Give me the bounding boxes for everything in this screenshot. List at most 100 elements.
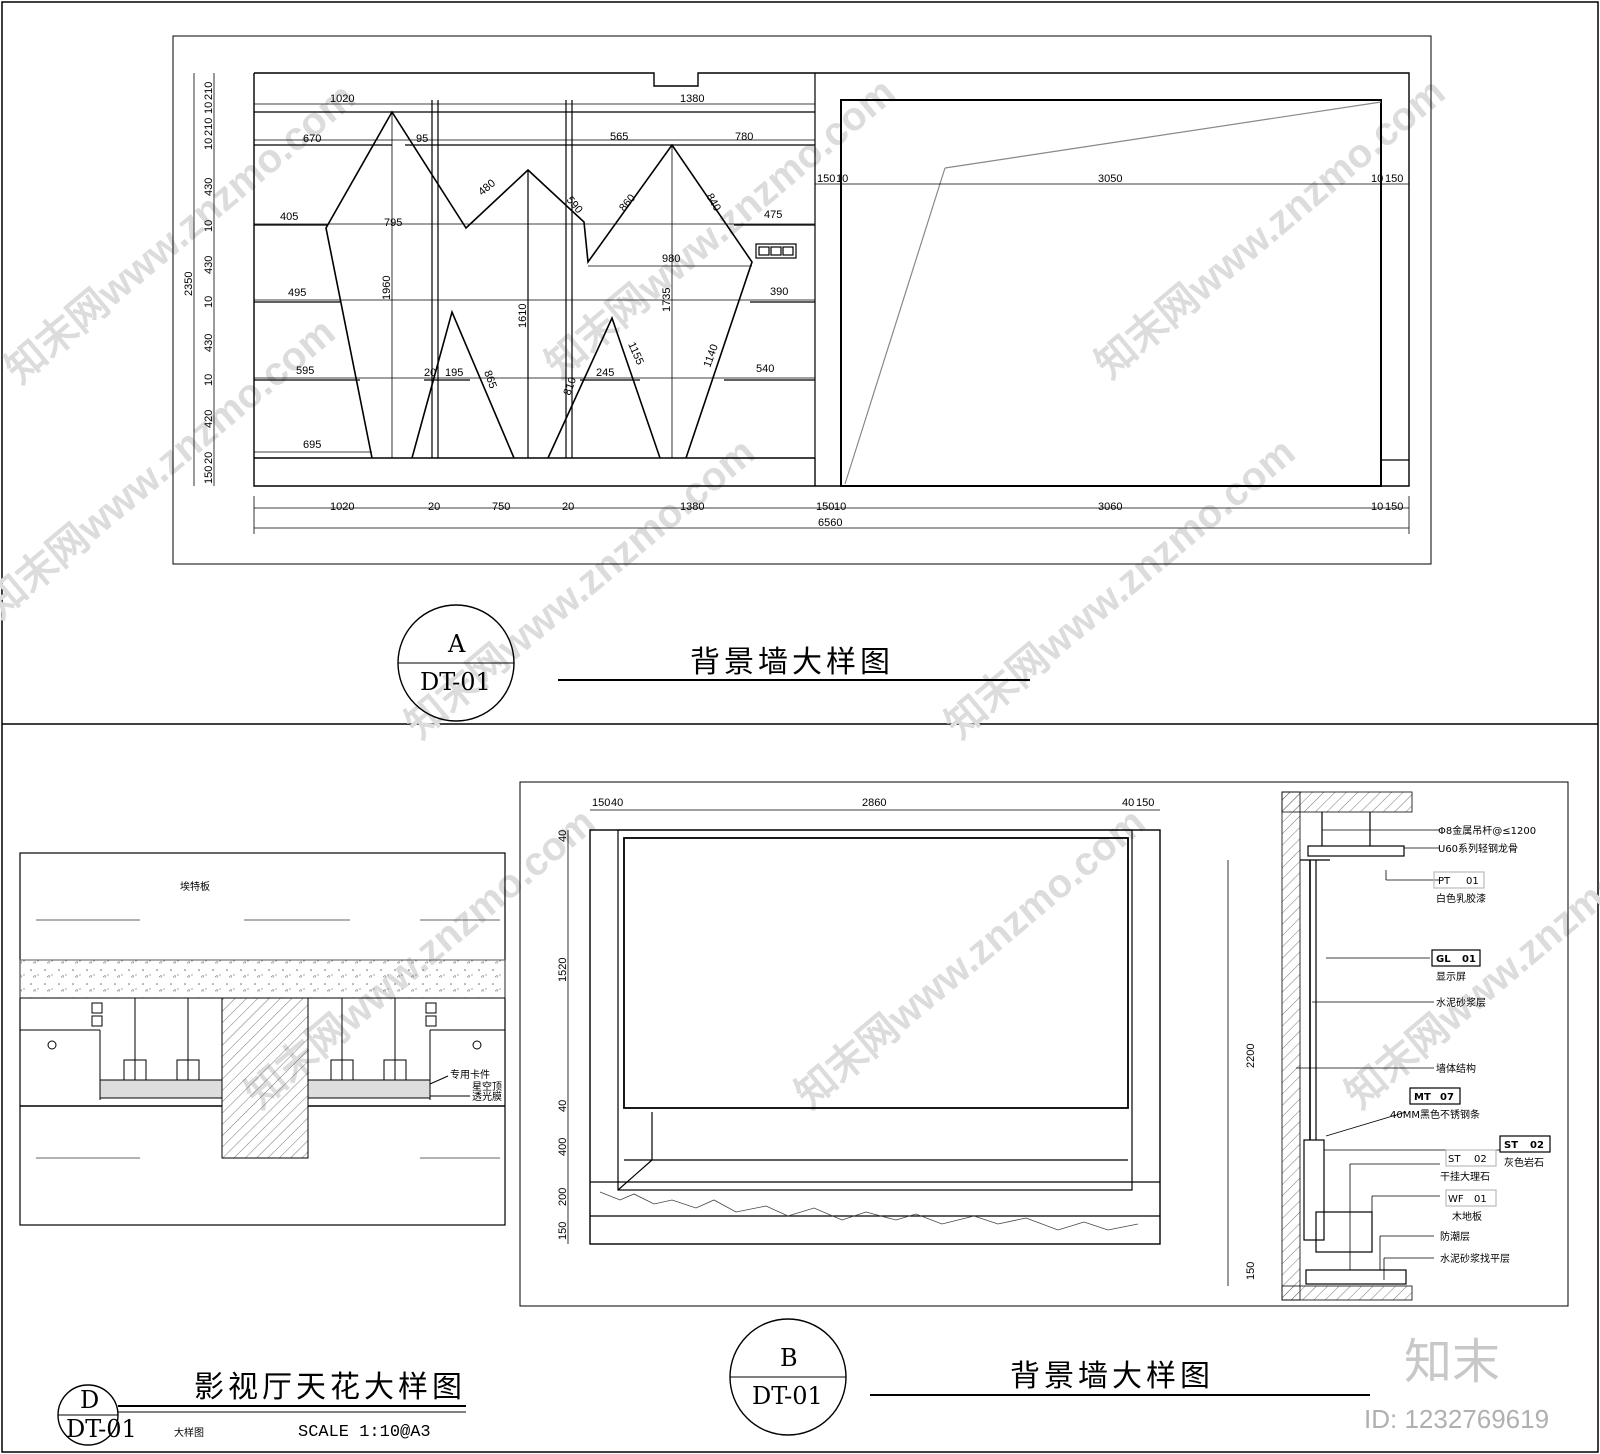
dim-label: 475 (764, 209, 782, 221)
code-tag: WF (1448, 1194, 1464, 1205)
dim-label: 795 (384, 217, 402, 229)
dim-label: 1380 (680, 501, 704, 513)
note-keel: U60系列轻钢龙骨 (1438, 842, 1518, 855)
dim-label: 400 (557, 1138, 569, 1156)
dim-label: 2860 (862, 797, 886, 809)
dim-label: 420 (203, 410, 215, 428)
note-display-screen: 显示屏 (1436, 971, 1466, 983)
dim-label: 195 (445, 367, 463, 379)
code-num: 02 (1530, 1140, 1544, 1151)
dim-label: 10 (203, 220, 215, 232)
code-num: 07 (1440, 1092, 1454, 1103)
dim-label: 20 (203, 452, 215, 464)
dim-label: 495 (288, 287, 306, 299)
code-num: 01 (1474, 1194, 1487, 1205)
dim-label: 200 (557, 1188, 569, 1206)
dim-label: 150 (1385, 173, 1403, 185)
dim-label: 430 (203, 334, 215, 352)
code-num: 01 (1462, 954, 1476, 965)
panel-a-elevation (172, 35, 1432, 565)
dim-label: 10 (203, 374, 215, 386)
dim-label: 20 (428, 501, 440, 513)
label-light-film: 透光膜 (472, 1090, 502, 1103)
brand-id: ID: 1232769619 (1364, 1404, 1549, 1434)
dim-label: 10 (203, 102, 215, 114)
dim-label: 1155 (625, 340, 646, 366)
dim-label: 20 (562, 501, 574, 513)
dim-label: 10 (203, 138, 215, 150)
note-marble: 干挂大理石 (1440, 1170, 1490, 1183)
panel-b-title-block: B DT-01 背景墙大样图 (729, 1318, 1370, 1436)
dim-label: 3050 (1098, 173, 1122, 185)
section-mark-letter: A (447, 630, 466, 658)
dim-label: 150 (1136, 797, 1154, 809)
dim-label: 10 (1371, 173, 1383, 185)
dim-label: 480 (476, 177, 498, 198)
note-hanger-rod: Φ8金属吊杆@≤1200 (1438, 824, 1536, 837)
label-clip: 专用卡件 (450, 1068, 490, 1081)
dim-label: 1520 (557, 958, 569, 982)
dim-label: 150 (557, 1222, 569, 1240)
dim-label: 1960 (381, 276, 393, 300)
panel-d-scale: SCALE 1:10@A3 (298, 1423, 431, 1442)
dim-label: 40 (1122, 797, 1134, 809)
dim-label: 210 (203, 82, 215, 100)
dim-label: 2200 (1245, 1044, 1257, 1068)
note-wood-floor: 木地板 (1452, 1210, 1482, 1223)
panel-b-title: 背景墙大样图 (1010, 1359, 1214, 1394)
note-grey-rock: 灰色岩石 (1504, 1156, 1544, 1169)
code-tag: MT (1414, 1092, 1431, 1103)
brand-logo: 知末 (1404, 1334, 1500, 1390)
dim-label: 10 (836, 173, 848, 185)
panel-d-subtitle: 大样图 (174, 1426, 204, 1439)
dim-label: 670 (303, 133, 321, 145)
dim-label: 540 (756, 363, 774, 375)
dim-label: 10 (203, 296, 215, 308)
dim-label: 245 (596, 367, 614, 379)
dim-label: 390 (770, 286, 788, 298)
dim-label: 40 (611, 797, 623, 809)
dim-label: 95 (416, 133, 428, 145)
code-tag: GL (1436, 954, 1451, 965)
note-levelling-layer: 水泥砂浆找平层 (1440, 1252, 1510, 1265)
panel-b-dimensions: 150 40 2860 40 150 40 1520 40 400 200 15… (557, 797, 1257, 1280)
dim-label: 430 (203, 178, 215, 196)
dim-label: 1610 (517, 304, 529, 328)
panel-d-title-block: D DT-01 影视厅天花大样图 大样图 SCALE 1:10@A3 (57, 1370, 466, 1446)
panel-b-notes: Φ8金属吊杆@≤1200 U60系列轻钢龙骨 PT 01 白色乳胶漆 GL 01… (1390, 824, 1544, 1265)
dim-label: 1020 (330, 501, 354, 513)
note-wall-structure: 墙体结构 (1436, 1062, 1476, 1075)
dim-label: 750 (492, 501, 510, 513)
code-tag: PT (1438, 876, 1451, 887)
code-tag: ST (1448, 1154, 1461, 1165)
dim-label: 150 (592, 797, 610, 809)
note-moisture-layer: 防潮层 (1440, 1230, 1470, 1243)
dim-label: 40 (557, 830, 569, 842)
dim-label: 3060 (1098, 501, 1122, 513)
note-mortar-layer: 水泥砂浆层 (1436, 996, 1486, 1009)
panel-a-title: 背景墙大样图 (690, 645, 894, 680)
panel-d-labels: 埃特板 专用卡件 星空顶 透光膜 (180, 880, 502, 1103)
watermark-text: 知末网www.znzmo.com (1088, 70, 1454, 387)
dim-label: 595 (296, 365, 314, 377)
section-mark-sheet: DT-01 (66, 1415, 137, 1443)
section-mark-sheet: DT-01 (420, 668, 491, 696)
code-tag: ST (1504, 1140, 1518, 1151)
watermark-text: 知末网www.znzmo.com (788, 800, 1154, 1117)
panel-a-title-block: A DT-01 背景墙大样图 (397, 604, 1030, 722)
dim-label: 780 (735, 131, 753, 143)
dim-label: 405 (280, 211, 298, 223)
dim-label: 695 (303, 439, 321, 451)
dim-label: 6560 (818, 517, 842, 529)
watermark-text: 知末网www.znzmo.com (938, 430, 1304, 747)
code-num: 01 (1466, 876, 1479, 887)
dim-label: 210 (203, 118, 215, 136)
section-mark-letter: B (780, 1344, 798, 1372)
dim-label: 980 (662, 253, 680, 265)
dim-label: 810 (562, 376, 580, 397)
watermark-text: 知末网www.znzmo.com (538, 70, 904, 387)
section-mark-letter: D (80, 1386, 99, 1414)
dim-label: 150 (816, 501, 834, 513)
panel-b-elevation (519, 781, 1569, 1307)
